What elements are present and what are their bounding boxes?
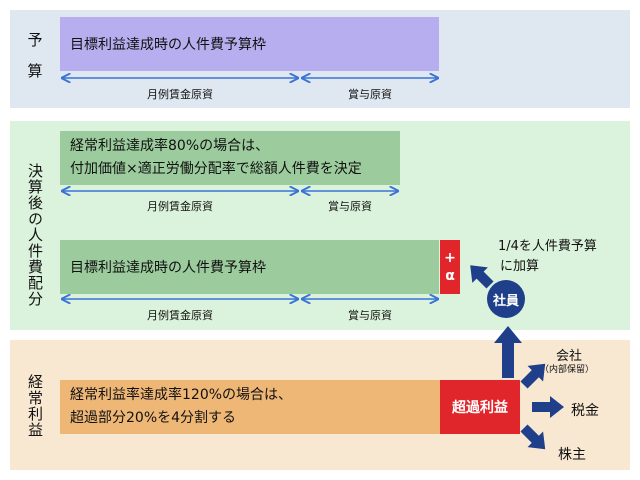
budget-frame-text: 目標利益達成時の人件費予算枠	[70, 37, 266, 53]
tax-label: 税金	[571, 403, 599, 419]
profit-section-title: 経常利益	[26, 374, 44, 438]
budget-frame-box: 目標利益達成時の人件費予算枠	[60, 17, 439, 71]
allocation-rate-line-1: 経常利益達成率80%の場合は、	[70, 138, 270, 154]
alpha-symbol: α	[445, 268, 455, 284]
excess-profit-label: 超過利益	[452, 400, 508, 416]
profit-rate-line-2: 超過部分20%を4分割する	[70, 410, 237, 426]
allocation-target-text: 目標利益達成時の人件費予算枠	[70, 260, 266, 276]
allocation-rate-box: 経常利益達成率80%の場合は、 付加価値×適正労働分配率で総額人件費を決定	[60, 131, 400, 185]
profit-rate-box: 経常利益率達成率120%の場合は、 超過部分20%を4分割する	[60, 380, 440, 434]
quarter-note-line-1: 1/4を人件費予算	[498, 239, 597, 254]
allocation-section-title: 決算後の人件費配分	[26, 163, 44, 307]
allocation-rate-line-2: 付加価値×適正労働分配率で総額人件費を決定	[70, 161, 362, 177]
bonus-label-2: 賞与原資	[328, 200, 372, 213]
profit-rate-line-1: 経常利益率達成率120%の場合は、	[70, 387, 293, 403]
plus-symbol: +	[444, 250, 456, 266]
allocation-target-box: 目標利益達成時の人件費予算枠	[60, 240, 439, 294]
bonus-label-1: 賞与原資	[348, 88, 392, 101]
plus-alpha-box: + α	[440, 240, 460, 294]
monthly-wage-label-3: 月例賃金原資	[147, 309, 213, 322]
budget-title-char-2: 算	[27, 62, 43, 80]
company-label: 会社	[556, 349, 583, 364]
bonus-label-3: 賞与原資	[348, 309, 392, 322]
monthly-wage-label-1: 月例賃金原資	[147, 88, 213, 101]
employee-circle: 社員	[487, 280, 525, 318]
excess-profit-box: 超過利益	[440, 380, 520, 434]
monthly-wage-label-2: 月例賃金原資	[147, 200, 213, 213]
employee-label: 社員	[492, 293, 519, 309]
company-note: （内部保留）	[540, 365, 595, 375]
shareholders-label: 株主	[558, 447, 586, 463]
quarter-note: 1/4を人件費予算 に加算	[498, 237, 597, 277]
quarter-note-line-2: に加算	[500, 259, 540, 274]
budget-title-char-1: 予	[27, 31, 43, 49]
